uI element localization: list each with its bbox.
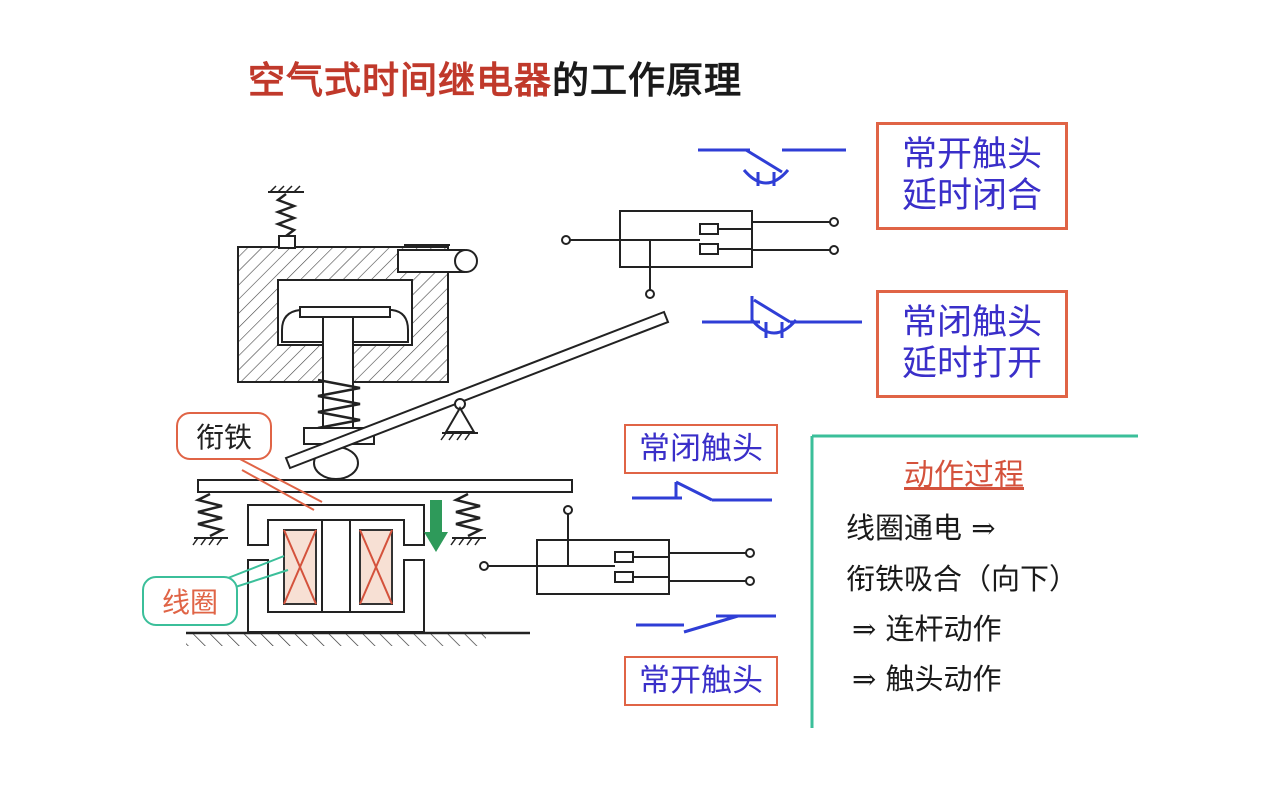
page-title: 空气式时间继电器的工作原理 [248, 50, 742, 104]
process-title: 动作过程 [904, 458, 1024, 493]
spring-icon [268, 185, 304, 249]
process-step: ⇒ 连杆动作 [852, 612, 1002, 646]
label-no-delay-close: 常开触头 延时闭合 [876, 122, 1068, 230]
instant-contact-block [479, 505, 755, 595]
label-nc-contact: 常闭触头 [624, 424, 778, 474]
label-text: 常开触头 [639, 662, 763, 699]
callout-coil: 线圈 [142, 576, 238, 626]
process-step: 线圈通电 ⇒ [846, 511, 996, 545]
contact-symbol-icon [698, 148, 846, 186]
callout-leaders [225, 457, 323, 591]
magnet-core [247, 504, 425, 633]
coil-winding [283, 529, 393, 605]
armature-plate [197, 479, 573, 493]
process-step: ⇒ 触头动作 [852, 662, 1002, 696]
contact-symbol-icon [632, 480, 772, 502]
label-line: 延时打开 [901, 344, 1042, 384]
arrow-down-icon [424, 500, 448, 552]
label-line: 延时闭合 [901, 176, 1042, 216]
label-nc-delay-open: 常闭触头 延时打开 [876, 290, 1068, 398]
process-frame [810, 434, 1138, 728]
base-ground [186, 631, 530, 646]
label-text: 常闭触头 [639, 430, 763, 467]
delay-contact-block [561, 210, 839, 299]
spring-icon [192, 492, 486, 546]
callout-text: 衔铁 [195, 421, 252, 454]
callout-text: 线圈 [161, 586, 218, 619]
title-main: 空气式时间继电器 [248, 58, 552, 102]
pivot-icon [440, 398, 478, 441]
label-line: 常开触头 [901, 134, 1042, 175]
callout-armature: 衔铁 [176, 412, 272, 460]
lever [284, 310, 670, 470]
label-line: 常闭触头 [901, 302, 1042, 343]
contact-symbol-icon [702, 296, 862, 338]
contact-symbol-icon [636, 614, 776, 634]
air-chamber [237, 244, 478, 383]
label-no-contact: 常开触头 [624, 656, 778, 706]
process-step: 衔铁吸合（向下） [846, 562, 1079, 596]
title-suffix: 的工作原理 [552, 58, 742, 102]
